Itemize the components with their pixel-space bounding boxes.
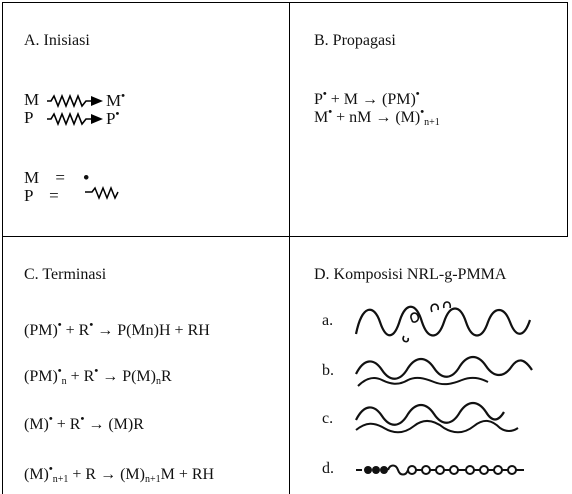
polymer-label: P bbox=[24, 108, 34, 127]
propagasi-eq2: M• + nM → (M)•n+1 bbox=[314, 106, 440, 128]
monomer-label: M bbox=[24, 90, 40, 109]
composition-label-a: a. bbox=[322, 312, 334, 329]
left-border bbox=[2, 2, 3, 494]
terminasi-eq3: (M)• + R• → (M)R bbox=[24, 413, 144, 433]
legend-m: M = • bbox=[24, 168, 90, 187]
composition-chain-a bbox=[354, 301, 532, 343]
panel-b-title: B. Propagasi bbox=[314, 32, 396, 49]
terminasi-eq4: (M)•n+1 + R → (M)n+1M + RH bbox=[24, 463, 215, 485]
composition-label-d: d. bbox=[322, 460, 334, 477]
top-border bbox=[2, 2, 568, 3]
composition-chain-b bbox=[355, 355, 533, 387]
propagasi-eq1: P• + M → (PM)• bbox=[314, 88, 420, 108]
panel-a-title: A. Inisiasi bbox=[24, 32, 90, 49]
composition-label-c: c. bbox=[322, 410, 334, 427]
radical-dot-symbol: • bbox=[83, 168, 90, 187]
panel-c-title: C. Terminasi bbox=[24, 266, 107, 283]
inisiasi-row2-product: P• bbox=[106, 108, 120, 128]
inisiasi-row1: M bbox=[24, 90, 39, 110]
composition-chain-d bbox=[356, 464, 524, 476]
composition-label-b: b. bbox=[322, 362, 334, 379]
polymer-chain-symbol bbox=[85, 186, 119, 201]
middle-border bbox=[2, 236, 568, 237]
legend-p: P = bbox=[24, 186, 59, 205]
terminasi-eq1: (PM)• + R• → P(Mn)H + RH bbox=[24, 319, 210, 339]
inisiasi-row2: P bbox=[24, 108, 33, 128]
wavy-arrow-2 bbox=[47, 111, 103, 127]
inisiasi-row1-product: M• bbox=[106, 90, 125, 110]
composition-chain-c bbox=[355, 401, 519, 434]
center-divider bbox=[289, 2, 290, 494]
panel-d-title: D. Komposisi NRL-g-PMMA bbox=[314, 266, 507, 283]
wavy-arrow-1 bbox=[47, 93, 103, 109]
right-border-top bbox=[567, 2, 568, 236]
terminasi-eq2: (PM)•n + R• → P(M)nR bbox=[24, 365, 172, 387]
